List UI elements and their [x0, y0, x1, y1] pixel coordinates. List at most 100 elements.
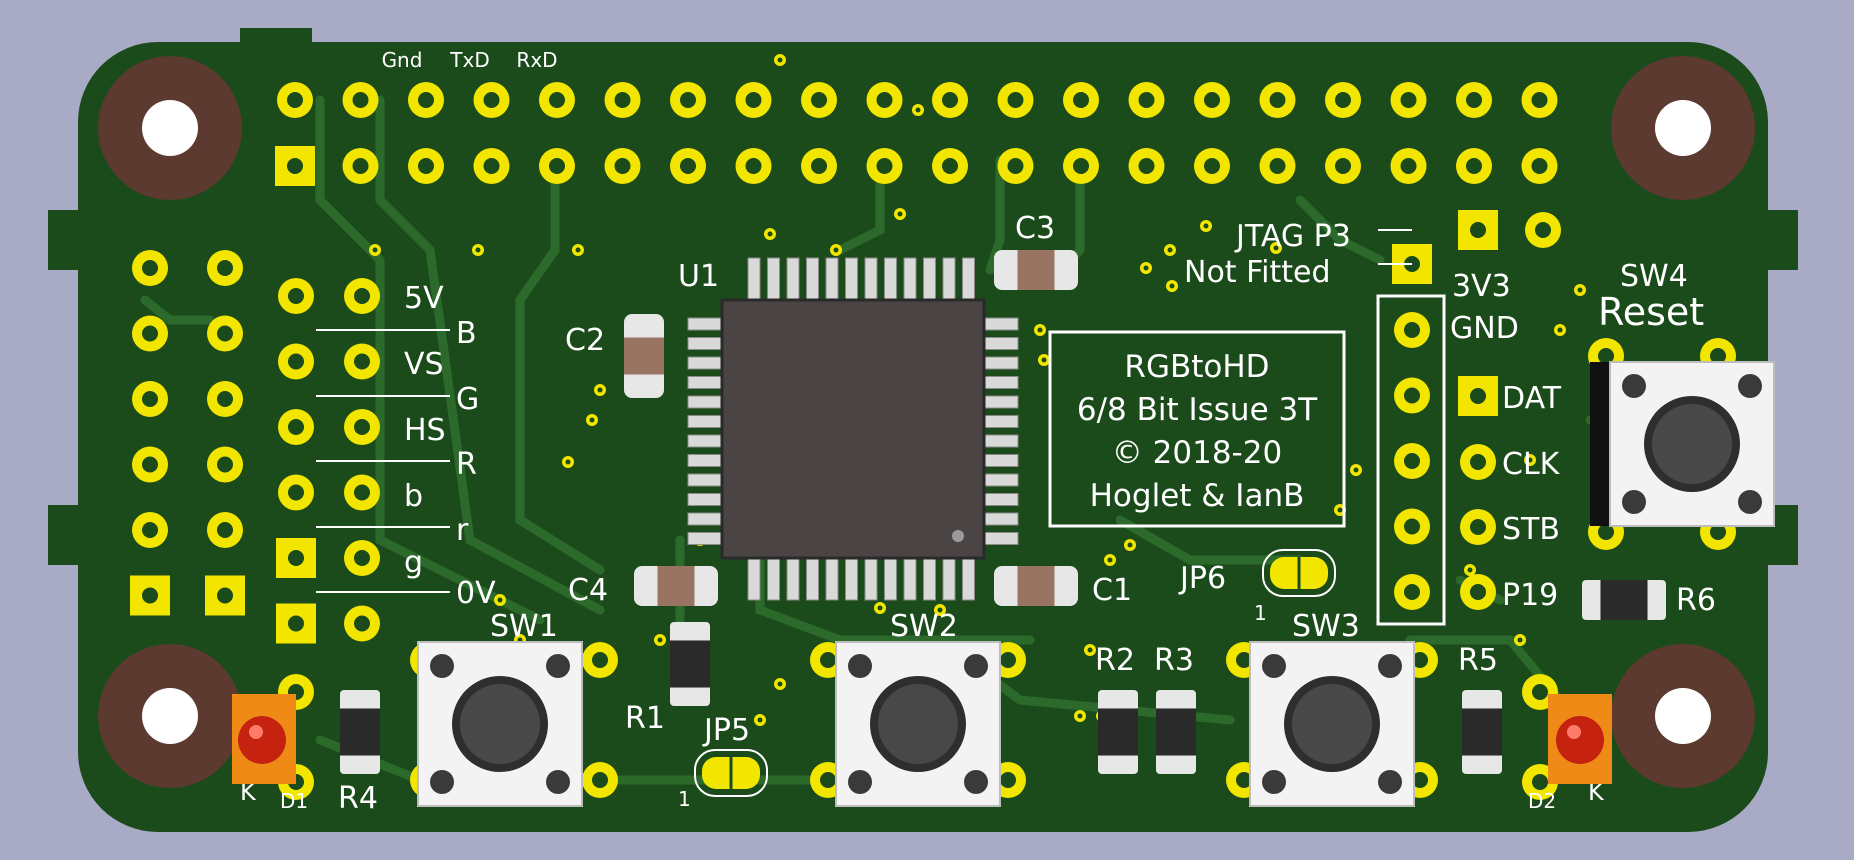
- via: [1104, 554, 1116, 566]
- chip-pin: [903, 257, 917, 301]
- via: [472, 244, 484, 256]
- label-b-lower: b: [404, 479, 423, 514]
- chip-pin: [687, 317, 725, 331]
- square-pad: [205, 575, 245, 616]
- via: [830, 244, 842, 256]
- round-pad: [207, 446, 243, 483]
- round-pad: [1521, 148, 1558, 184]
- chip-pin: [884, 557, 897, 601]
- round-pad: [1460, 444, 1496, 480]
- round-pad: [408, 82, 444, 118]
- chip-pin: [687, 337, 725, 350]
- capacitor-c2: [624, 314, 664, 398]
- square-pad: [275, 146, 315, 186]
- round-pad: [997, 82, 1034, 118]
- round-pad: [997, 148, 1034, 184]
- resistor-r2: [1098, 690, 1138, 774]
- chip-pin: [687, 376, 725, 389]
- round-pad: [1259, 148, 1296, 184]
- round-pad: [801, 82, 837, 118]
- small-labels: D1 D2 K K 1 1: [240, 601, 1605, 813]
- round-pad: [1456, 148, 1492, 184]
- square-pad: [1458, 210, 1498, 250]
- round-pad: [1325, 148, 1361, 184]
- refdes-r3: R3: [1154, 643, 1194, 678]
- chip-pin: [687, 532, 725, 545]
- chip-pin: [981, 512, 1019, 526]
- reset-label: Reset: [1598, 290, 1704, 334]
- round-pad: [344, 540, 380, 576]
- label-gnd: Gnd: [382, 48, 423, 72]
- label-0v: 0V: [456, 576, 496, 611]
- led-d2: [1548, 694, 1612, 784]
- board-tab: [48, 210, 82, 270]
- via: [1514, 634, 1526, 646]
- round-pad: [604, 82, 641, 118]
- chip-pin: [687, 454, 725, 467]
- round-pad: [342, 82, 379, 118]
- round-pad: [866, 148, 903, 184]
- refdes-labels: C3 C2 C4 C1 R1 R2 R3 R4 R5 R6 SW1 SW2 SW…: [338, 211, 1716, 816]
- round-pad: [582, 762, 618, 798]
- label-5v: 5V: [404, 281, 444, 316]
- round-pad: [132, 381, 168, 417]
- led-d1: [232, 694, 296, 784]
- title-line3: © 2018-20: [1112, 435, 1282, 471]
- jtag-3v3: 3V3: [1452, 269, 1511, 304]
- jtag-subtitle: Not Fitted: [1184, 255, 1331, 290]
- round-pad: [278, 278, 314, 314]
- via: [594, 384, 606, 396]
- round-pad: [670, 82, 706, 118]
- title-box: RGBtoHD 6/8 Bit Issue 3T © 2018-20 Hogle…: [1048, 330, 1346, 528]
- chip-pin: [981, 473, 1019, 487]
- via: [494, 594, 506, 606]
- via: [1034, 324, 1046, 336]
- chip-pin: [864, 557, 878, 601]
- label-r-lower: r: [456, 513, 469, 548]
- round-pad: [1394, 574, 1430, 610]
- via: [1200, 220, 1212, 232]
- button-sw4: [1609, 361, 1775, 527]
- board-tab: [48, 505, 82, 565]
- chip-pin: [903, 557, 917, 601]
- capacitor-c3: [994, 250, 1078, 290]
- chip-pin: [923, 257, 936, 301]
- refdes-jp6: JP6: [1178, 561, 1226, 596]
- round-pad: [342, 148, 379, 184]
- chip-pin: [981, 317, 1019, 331]
- jtag-gnd: GND: [1450, 311, 1519, 346]
- refdes-r6: R6: [1676, 583, 1716, 618]
- resistor-r4: [340, 690, 380, 774]
- via: [1554, 324, 1566, 336]
- via: [1124, 539, 1136, 551]
- chip-pin: [767, 557, 780, 601]
- via: [1270, 242, 1282, 254]
- round-pad: [344, 605, 380, 642]
- via: [1350, 464, 1362, 476]
- square-pad: [1458, 376, 1498, 416]
- resistor-r6: [1582, 580, 1666, 620]
- video-label-leaders: [316, 329, 450, 593]
- refdes-jp5: JP5: [702, 713, 750, 748]
- via: [774, 678, 786, 690]
- chip-pin: [981, 415, 1019, 428]
- chip-pin: [786, 557, 800, 601]
- smd-components: [340, 250, 1666, 774]
- round-pad: [473, 82, 510, 118]
- via: [764, 228, 776, 240]
- round-pad: [1394, 312, 1430, 348]
- round-pad: [207, 250, 243, 286]
- refdes-r5: R5: [1458, 643, 1498, 678]
- round-pad: [1394, 377, 1430, 414]
- round-pad: [132, 250, 168, 286]
- chip-pin: [981, 337, 1019, 350]
- label-vs: VS: [404, 347, 444, 382]
- round-pad: [1128, 82, 1165, 118]
- chip-pin: [884, 257, 897, 301]
- chip-pin: [923, 557, 936, 601]
- refdes-r1: R1: [625, 701, 665, 736]
- round-pad: [801, 148, 837, 184]
- refdes-sw1: SW1: [490, 609, 558, 644]
- refdes-r2: R2: [1095, 643, 1135, 678]
